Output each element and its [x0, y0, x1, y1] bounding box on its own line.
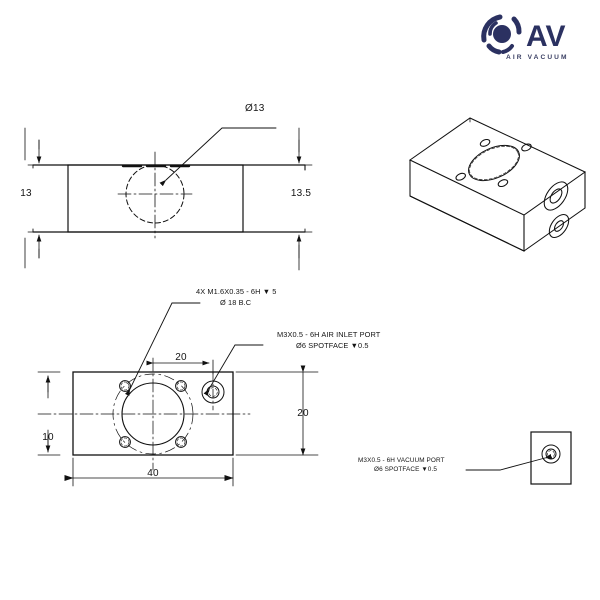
front-elevation-view	[24, 127, 313, 271]
av-tagline: AIR VACUUM	[506, 54, 569, 61]
side-detail-view	[465, 431, 572, 485]
bottom-plan-view	[37, 302, 319, 487]
av-wordmark: AV	[526, 20, 565, 53]
dim-overall-height: 20	[297, 408, 309, 419]
dim-edge-to-center: 10	[42, 432, 54, 443]
callout-vacuum-port-line2: Ø6 SPOTFACE ▼0.5	[374, 466, 437, 473]
dim-left-height: 13	[20, 188, 32, 199]
callout-tapped-holes-line1: 4X M1.6X0.35 - 6H ▼ 5	[196, 287, 277, 296]
callout-air-inlet-line2: Ø6 SPOTFACE ▼0.5	[296, 341, 369, 350]
dim-right-height: 13.5	[290, 188, 312, 199]
isometric-view	[408, 117, 587, 252]
dim-overall-width: 40	[147, 468, 159, 479]
callout-vacuum-port-line1: M3X0.5 - 6H VACUUM PORT	[358, 457, 445, 464]
callout-bore-diameter: Ø13	[245, 103, 265, 114]
callout-tapped-holes-line2: Ø 18 B.C	[220, 298, 252, 307]
dim-center-to-port: 20	[175, 352, 187, 363]
av-logo: AV AIR VACUUM	[476, 10, 592, 72]
callout-air-inlet-line1: M3X0.5 - 6H AIR INLET PORT	[277, 330, 381, 339]
spiral-swirl-icon: AV	[481, 14, 565, 55]
